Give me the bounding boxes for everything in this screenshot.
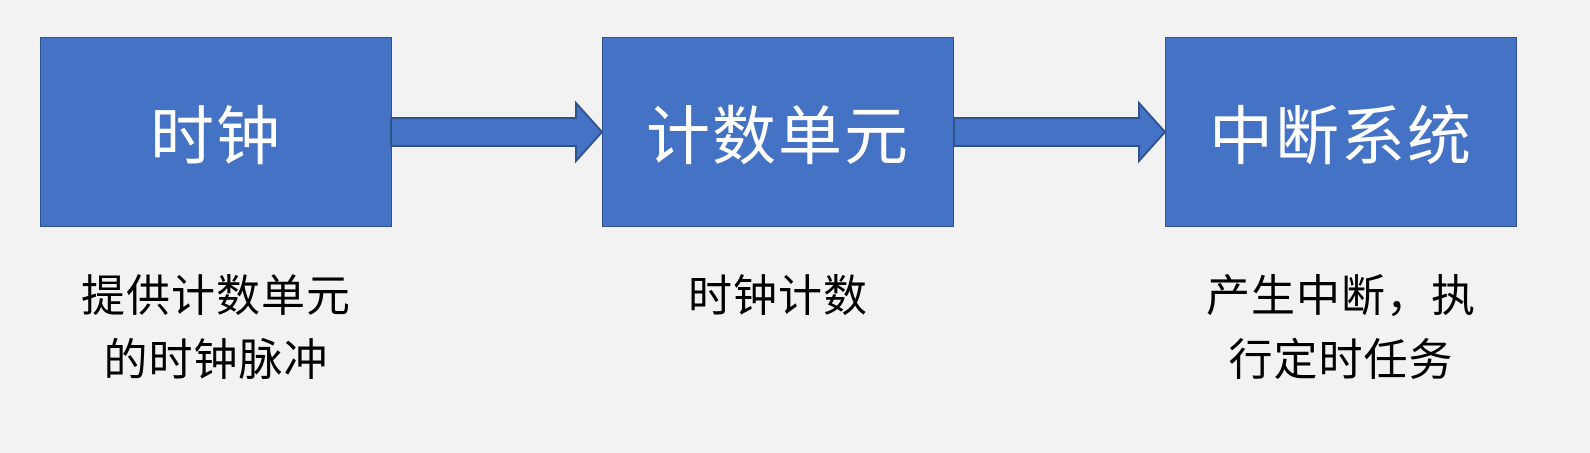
description-line: 行定时任务 (1228, 335, 1454, 386)
description-line: 产生中断，执 (1206, 271, 1476, 322)
node-counter: 计数单元 (602, 37, 954, 227)
node-clock-description: 提供计数单元 的时钟脉冲 (40, 265, 392, 393)
arrow-clock-to-counter (390, 100, 604, 164)
node-interrupt-description: 产生中断，执 行定时任务 (1165, 265, 1517, 393)
node-counter-description: 时钟计数 (602, 265, 954, 329)
description-line: 提供计数单元 (81, 271, 351, 322)
arrow-counter-to-interrupt (953, 100, 1167, 164)
node-interrupt-label: 中断系统 (1209, 101, 1473, 175)
node-clock: 时钟 (40, 37, 392, 227)
description-line: 时钟计数 (688, 271, 868, 322)
node-counter-label: 计数单元 (646, 101, 910, 175)
description-line: 的时钟脉冲 (103, 335, 329, 386)
node-clock-label: 时钟 (150, 101, 282, 175)
node-interrupt: 中断系统 (1165, 37, 1517, 227)
